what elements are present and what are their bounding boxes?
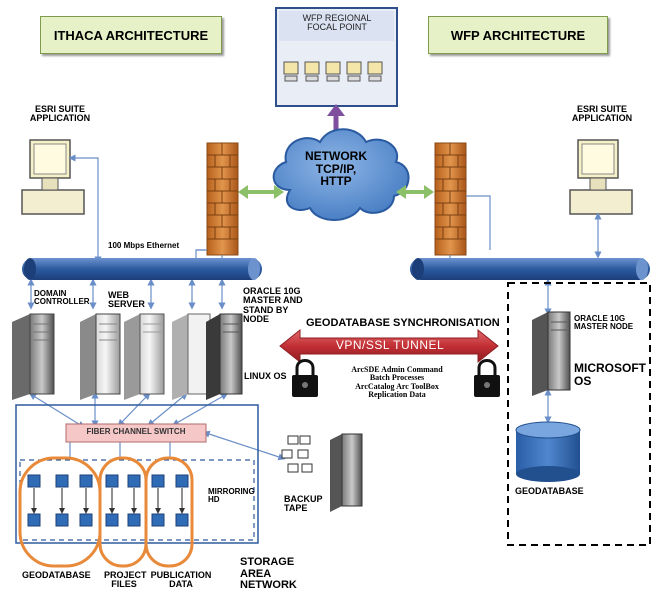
esri-left-label: ESRI SUITE APPLICATION bbox=[22, 104, 98, 124]
microsoft-os-label: MICROSOFT OS bbox=[574, 362, 646, 387]
lock-icon-right bbox=[474, 359, 500, 397]
linux-os-label: LINUX OS bbox=[244, 371, 287, 381]
tape-icons bbox=[281, 435, 313, 473]
san-group-publication-data: PUBLICATION DATA bbox=[149, 570, 213, 590]
publication-data-line-2: DATA bbox=[169, 579, 193, 590]
vpn-label: VPN/SSL TUNNEL bbox=[335, 338, 445, 352]
lock-icon-left bbox=[292, 359, 318, 397]
esri-pc-right bbox=[569, 139, 633, 215]
san-group-project-files: PROJECT FILES bbox=[104, 570, 147, 590]
tunnel-note-3: ArcCatalog Arc ToolBox bbox=[355, 381, 439, 391]
firewall-right bbox=[434, 142, 467, 256]
network-line-1: NETWORK bbox=[305, 149, 367, 163]
focal-point-box bbox=[275, 7, 398, 107]
vpn-tunnel bbox=[279, 328, 499, 364]
project-files-line-2: FILES bbox=[111, 579, 137, 590]
san-label: STORAGE AREA NETWORK bbox=[240, 556, 297, 592]
server-oracle-master-right bbox=[532, 311, 571, 396]
san-group-geodatabase: GEODATABASE bbox=[22, 570, 91, 580]
oracle-left-line-2: MASTER AND bbox=[243, 295, 303, 306]
san-ovals bbox=[18, 456, 194, 568]
tunnel-note-2: Batch Processes bbox=[369, 373, 425, 383]
server-oracle-master-left bbox=[206, 313, 243, 400]
san-line-2: AREA bbox=[240, 567, 272, 580]
san-line-1: STORAGE bbox=[240, 556, 295, 568]
focal-point-line-1: WFP REGIONAL bbox=[302, 13, 372, 23]
esri-right-line-2: APPLICATION bbox=[571, 113, 633, 124]
mirroring-line-1: MIRRORING bbox=[208, 487, 255, 496]
oracle-right-line-1: ORACLE 10G bbox=[574, 314, 626, 323]
green-arrow-left bbox=[238, 185, 284, 199]
green-arrow-right bbox=[396, 185, 434, 199]
oracle-right-line-2: MASTER NODE bbox=[574, 322, 634, 332]
mirroring-line-2: HD bbox=[208, 495, 220, 505]
server-oracle-standby bbox=[172, 313, 211, 400]
publication-data-line-1: PUBLICATION bbox=[150, 570, 212, 580]
ithaca-title: ITHACA ARCHITECTURE bbox=[40, 16, 222, 54]
backup-label: BACKUP TAPE bbox=[284, 494, 323, 514]
wfp-title: WFP ARCHITECTURE bbox=[428, 16, 608, 54]
wfp-boundary bbox=[507, 282, 651, 546]
focal-point-label: WFP REGIONAL FOCAL POINT bbox=[292, 13, 382, 33]
server-web bbox=[80, 313, 121, 400]
esri-left-line-1: ESRI SUITE bbox=[34, 104, 85, 114]
focal-point-line-2: FOCAL POINT bbox=[307, 22, 367, 33]
mirroring-label: MIRRORING HD bbox=[208, 487, 255, 505]
server-domain-controller bbox=[12, 313, 55, 400]
fiber-switch-box bbox=[65, 423, 207, 443]
microsoft-os-line-2: OS bbox=[574, 373, 592, 388]
fiber-switch-label: FIBER CHANNEL SWITCH bbox=[86, 427, 186, 436]
domain-controller-line-2: CONTROLLER bbox=[34, 297, 90, 307]
ethernet-bus-left bbox=[22, 258, 262, 280]
oracle-left-label: ORACLE 10G MASTER AND STAND BY NODE bbox=[243, 286, 303, 325]
esri-right-line-1: ESRI SUITE bbox=[576, 104, 627, 114]
oracle-left-line-3: STAND BY bbox=[243, 304, 289, 315]
network-cloud bbox=[272, 128, 410, 221]
network-line-2: TCP/IP, bbox=[315, 161, 357, 176]
web-server-line-2: SERVER bbox=[108, 299, 145, 310]
esri-pc-left bbox=[21, 139, 85, 215]
tunnel-notes: ArcSDE Admin Command Batch Processes Arc… bbox=[322, 365, 472, 400]
esri-left-line-2: APPLICATION bbox=[29, 113, 91, 124]
network-line-3: HTTP bbox=[320, 174, 352, 189]
firewall-left bbox=[206, 142, 239, 256]
domain-controller-line-1: DOMAIN bbox=[34, 289, 67, 298]
tunnel-note-4: Replication Data bbox=[368, 390, 426, 400]
ethernet-label: 100 Mbps Ethernet bbox=[108, 241, 180, 250]
network-label: NETWORK TCP/IP, HTTP bbox=[296, 150, 376, 188]
microsoft-os-line-1: MICROSOFT bbox=[574, 361, 646, 375]
san-line-3: NETWORK bbox=[240, 579, 297, 592]
backup-line-2: TAPE bbox=[284, 503, 308, 514]
geodb-sync-label: GEODATABASE SYNCHRONISATION bbox=[306, 317, 500, 329]
disk-array bbox=[27, 474, 189, 527]
san-box bbox=[15, 404, 259, 544]
geodatabase-right-label: GEODATABASE bbox=[515, 486, 584, 496]
geodatabase-cylinder bbox=[515, 421, 581, 482]
oracle-left-line-1: ORACLE 10G bbox=[243, 286, 301, 296]
workstation-icons bbox=[283, 61, 383, 82]
server-backup bbox=[330, 433, 363, 512]
web-server-label: WEB SERVER bbox=[108, 290, 145, 310]
web-server-line-1: WEB bbox=[108, 290, 129, 300]
tunnel-note-1: ArcSDE Admin Command bbox=[351, 365, 443, 374]
ethernet-bus-right bbox=[410, 258, 650, 280]
backup-line-1: BACKUP bbox=[284, 494, 323, 504]
domain-controller-label: DOMAIN CONTROLLER bbox=[34, 289, 90, 307]
server-app bbox=[124, 313, 165, 400]
esri-right-label: ESRI SUITE APPLICATION bbox=[564, 104, 640, 124]
oracle-right-label: ORACLE 10G MASTER NODE bbox=[574, 314, 634, 332]
oracle-left-line-4: NODE bbox=[243, 314, 270, 325]
project-files-line-1: PROJECT bbox=[104, 570, 147, 580]
